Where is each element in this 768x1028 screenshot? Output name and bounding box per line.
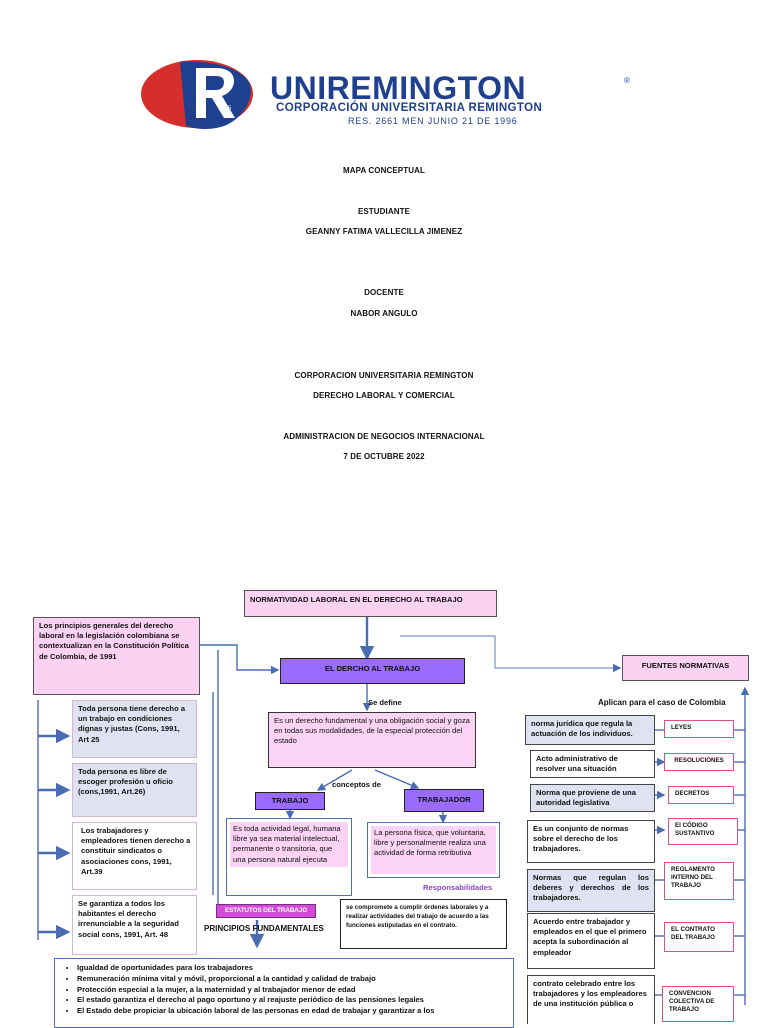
course: DERECHO LABORAL Y COMERCIAL xyxy=(313,391,455,400)
source-desc-codigo: Es un conjunto de normas sobre el derech… xyxy=(527,820,655,863)
trabajo-def: Es toda actividad legal, humana libre ya… xyxy=(226,818,352,896)
list-item: Protección especial a la mujer, a la mat… xyxy=(77,985,513,996)
source-label-contrato: EL CONTRATO DEL TRABAJO xyxy=(664,922,734,952)
list-item: Igualdad de oportunidades para los traba… xyxy=(77,963,513,974)
right-box-2: Toda persona es libre de escoger profesi… xyxy=(72,763,197,817)
map-title: NORMATIVIDAD LABORAL EN EL DERECHO AL TR… xyxy=(244,590,497,617)
date: 7 DE OCTUBRE 2022 xyxy=(343,452,425,461)
principles-list-box: Igualdad de oportunidades para los traba… xyxy=(54,958,514,1028)
right-box-4: Se garantiza a todos los habitantes el d… xyxy=(72,895,197,955)
list-item: El Estado debe propiciar la ubicación la… xyxy=(77,1006,513,1017)
source-label-convencion: CONVENCION COLECTIVA DE TRABAJO xyxy=(662,986,734,1022)
program: ADMINISTRACION DE NEGOCIOS INTERNACIONAL xyxy=(283,432,485,441)
logo: 1915 UNIREMINGTON ® CORPORACIÓN UNIVERSI… xyxy=(140,58,640,130)
trabajador-def-text: La persona física, que voluntaria, libre… xyxy=(371,826,496,874)
logo-subtitle: CORPORACIÓN UNIVERSITARIA REMINGTON xyxy=(276,102,543,114)
source-label-leyes: LEYES xyxy=(664,720,734,738)
definition-box: Es un derecho fundamental y una obligaci… xyxy=(268,712,476,768)
se-define-label: Se define xyxy=(368,698,402,707)
source-label-codigo: El CÓDIGO SUSTANTIVO xyxy=(668,818,738,845)
student-label: ESTUDIANTE xyxy=(357,207,411,216)
student-name: GEANNY FATIMA VALLECILLA JIMENEZ xyxy=(305,227,463,236)
estatutos-badge: ESTATUTOS DEL TRABAJO xyxy=(216,904,316,918)
derecho-node: EL DERCHO AL TRABAJO xyxy=(280,658,465,684)
source-desc-reglamento: Normas que regulan los deberes y derecho… xyxy=(527,869,655,912)
teacher-label: DOCENTE xyxy=(364,288,404,297)
source-desc-convencion: contrato celebrado entre los trabajadore… xyxy=(527,975,655,1024)
logo-registered: ® xyxy=(624,76,630,85)
logo-emblem xyxy=(141,60,253,129)
conceptos-label: conceptos de xyxy=(332,780,381,789)
source-desc-leyes: norma jurídica que regula la actuación d… xyxy=(525,715,655,745)
principles-intro: Los principios generales del derecho lab… xyxy=(33,617,200,695)
colombia-label: Aplican para el caso de Colombia xyxy=(598,698,726,707)
responsabilidades-box: se compromete a cumplir órdenes laborale… xyxy=(340,899,507,949)
source-label-decretos: DECRETOS xyxy=(668,786,734,804)
logo-brand: UNIREMINGTON xyxy=(270,70,527,106)
list-item: Remuneración mínima vital y móvil, propo… xyxy=(77,974,513,985)
trabajador-def: La persona física, que voluntaria, libre… xyxy=(367,822,500,878)
institution: CORPORACION UNIVERSITARIA REMINGTON xyxy=(294,371,474,380)
source-label-reglamento: REGLAMENTO INTERNO DEL TRABAJO xyxy=(664,862,734,900)
teacher-name: NABOR ANGULO xyxy=(350,309,418,318)
right-box-1: Toda persona tiene derecho a un trabajo … xyxy=(72,700,197,758)
list-item: El estado garantiza el derecho al pago o… xyxy=(77,995,513,1006)
source-desc-resoluciones: Acto administrativo de resolver una situ… xyxy=(530,750,655,778)
source-label-resoluciones: RESOLUCIONES xyxy=(664,753,734,771)
responsabilidades-label: Responsabilidades xyxy=(423,883,493,892)
source-desc-decretos: Norma que proviene de una autoridad legi… xyxy=(530,784,655,812)
logo-resolution: RES. 2661 MEN JUNIO 21 DE 1996 xyxy=(348,116,518,126)
source-desc-contrato: Acuerdo entre trabajador y empleados en … xyxy=(527,913,655,969)
logo-year: 1915 xyxy=(218,106,232,112)
doc-type: MAPA CONCEPTUAL xyxy=(343,166,425,175)
trabajador-node: TRABAJADOR xyxy=(404,789,484,812)
trabajo-def-text: Es toda actividad legal, humana libre ya… xyxy=(230,822,348,867)
trabajo-node: TRABAJO xyxy=(255,792,325,810)
fuentes-node: FUENTES NORMATIVAS xyxy=(622,655,749,681)
right-box-3: Los trabajadores y empleadores tienen de… xyxy=(72,822,197,890)
principles-list: Igualdad de oportunidades para los traba… xyxy=(55,963,513,1017)
principios-label: PRINCIPIOS FUNDAMENTALES xyxy=(204,924,324,933)
